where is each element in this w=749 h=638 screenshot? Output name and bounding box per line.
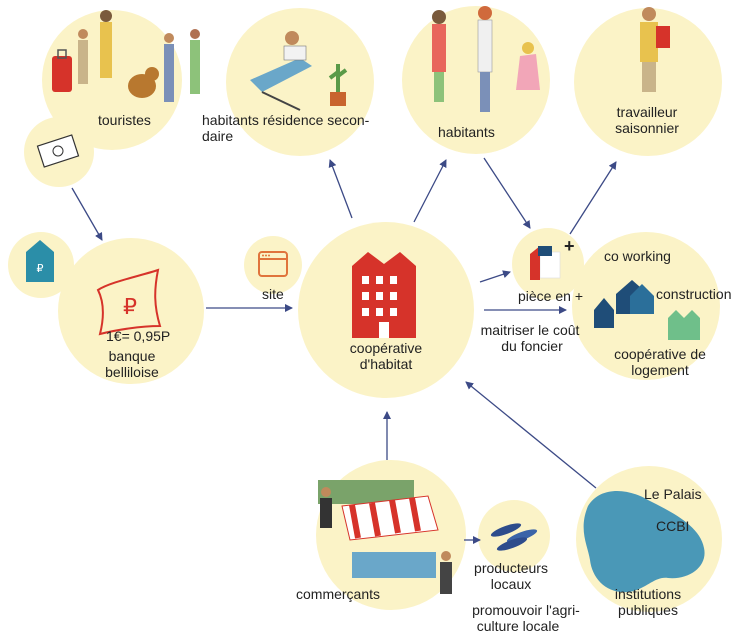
le-palais-label: Le Palais	[644, 486, 702, 502]
residence-label-line2: daire	[202, 128, 234, 144]
travailleur-label-line1: travailleur	[616, 104, 678, 120]
touristes-label: touristes	[98, 112, 151, 128]
arrows	[71, 157, 617, 544]
producteurs-label-line1: producteurs	[474, 560, 548, 576]
deckchair-illustration	[250, 31, 348, 111]
ruble-note-icon: ₽	[96, 268, 162, 336]
svg-text:₽: ₽	[123, 294, 137, 319]
construction-label: construction	[656, 286, 732, 302]
promouvoir-label-line1: promouvoir l'agri-	[472, 602, 580, 618]
banque-circle	[58, 238, 204, 384]
coworking-label: co working	[604, 248, 671, 264]
market-stall-icon	[318, 480, 452, 594]
arrow-piece-to-travailleur	[569, 161, 617, 235]
travailleur-label-line2: saisonnier	[615, 120, 679, 136]
residence-circle	[226, 8, 374, 156]
houses-icon	[594, 280, 700, 340]
coop-label-line1: coopérative	[349, 340, 423, 356]
arrow-euro-to-banque	[71, 187, 103, 241]
institutions-label-line1: institutions	[614, 586, 682, 602]
banque-rate-label: 1€= 0,95P	[106, 328, 171, 344]
belle-ile-map-icon	[583, 490, 705, 593]
maitriser-label-line2: du foncier	[501, 338, 563, 354]
site-circle	[244, 236, 302, 294]
piece-label: pièce en +	[518, 288, 583, 304]
banque-label-line1: banque	[108, 348, 156, 364]
euro-note-icon	[36, 134, 80, 168]
banque-label-line2: belliloise	[105, 364, 159, 380]
worker-illustration	[640, 7, 670, 92]
institutions-label-line2: publiques	[618, 602, 678, 618]
arrow-institutions-to-coop	[465, 381, 597, 489]
residence-label-line1: habitants résidence secon-	[202, 112, 370, 128]
habitants-illustration	[432, 6, 540, 112]
habitants-label: habitants	[438, 124, 495, 140]
arrow-coop-to-residence	[328, 159, 353, 219]
site-label: site	[262, 286, 284, 302]
coop-label-line2: d'habitat	[359, 356, 413, 372]
arrow-coop-to-habitants	[413, 159, 447, 223]
plus-sign: +	[564, 236, 575, 256]
producteurs-label-line2: locaux	[490, 576, 532, 592]
fish-icon	[490, 523, 538, 551]
arrow-coop-to-piece	[479, 270, 511, 283]
promouvoir-label-line2: culture locale	[476, 618, 560, 634]
svg-text:₽: ₽	[37, 263, 44, 275]
coop-logement-label-line1: coopérative de	[614, 346, 706, 362]
coop-logement-label-line2: logement	[631, 362, 689, 378]
ruble-house-icon: ₽	[26, 240, 54, 282]
tourists-illustration	[52, 10, 200, 102]
arrow-habitants-to-piece	[483, 157, 531, 229]
browser-window-icon	[258, 251, 288, 277]
room-extension-icon	[530, 246, 561, 280]
maitriser-label-line1: maitriser le coût	[480, 322, 580, 338]
red-building-icon	[352, 252, 416, 338]
ccbi-label: CCBI	[656, 518, 690, 534]
commercants-label: commerçants	[296, 586, 381, 602]
